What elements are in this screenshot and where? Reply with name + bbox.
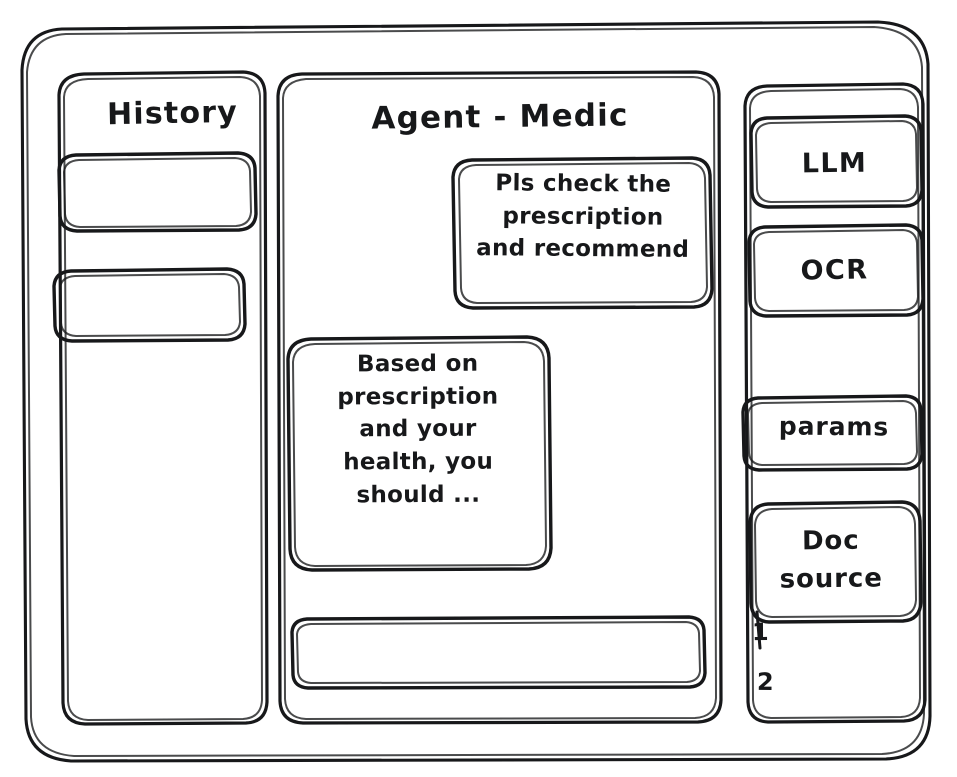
doc-source-item-2[interactable]: 2	[756, 667, 775, 697]
composer-input[interactable]	[290, 615, 707, 690]
history-item-2[interactable]	[52, 267, 247, 343]
tools-panel	[743, 82, 927, 724]
tool-llm[interactable]	[749, 114, 924, 209]
agent-panel	[276, 70, 723, 725]
doc-source-card[interactable]	[748, 500, 923, 624]
history-panel	[57, 70, 269, 726]
tool-ocr-label: OCR	[800, 254, 869, 287]
doc-source-list-markers	[755, 610, 762, 650]
user-message-text: Pls check the prescription and recommend	[476, 170, 690, 264]
doc-source-item-1[interactable]: 1	[751, 617, 770, 647]
page-title: Agent - Medic	[371, 97, 629, 137]
tool-ocr[interactable]	[747, 223, 925, 318]
agent-message-text: Based on prescription and your health, y…	[337, 350, 499, 508]
history-item-1[interactable]	[57, 151, 258, 233]
doc-source-label: Doc source	[779, 525, 883, 595]
message-bubble-user	[451, 156, 714, 310]
tool-params-label: params	[778, 411, 890, 442]
history-heading: History	[106, 94, 239, 133]
tool-llm-label: LLM	[801, 147, 868, 180]
window-frame	[20, 20, 932, 763]
tool-params[interactable]	[741, 394, 924, 472]
message-bubble-agent	[286, 335, 553, 572]
